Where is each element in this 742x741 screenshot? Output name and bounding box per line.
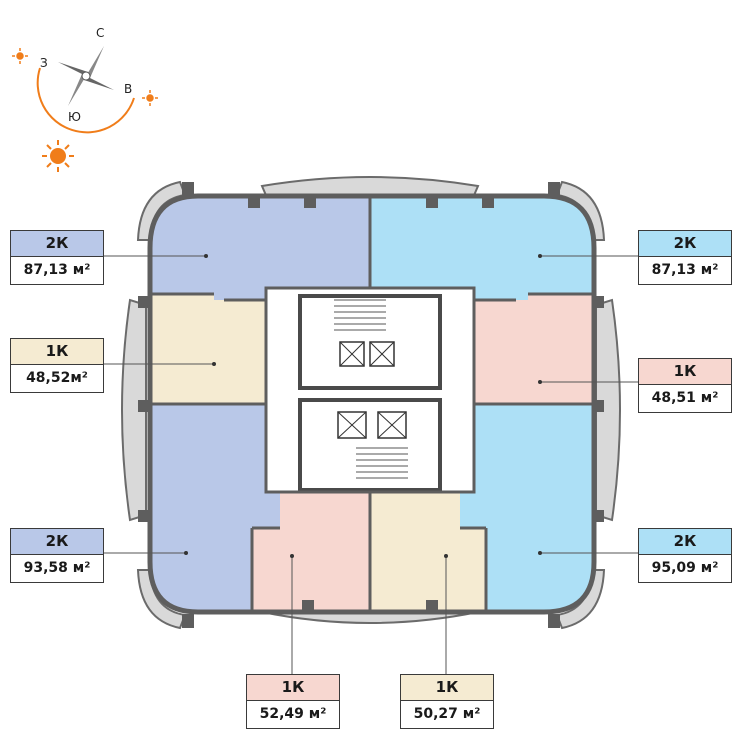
walls xyxy=(147,193,597,615)
sun-icon xyxy=(42,140,74,172)
leader-lines xyxy=(104,255,638,674)
unit-type: 2К xyxy=(11,529,103,555)
sun-west-icon xyxy=(12,48,28,64)
unit-area: 87,13 м² xyxy=(651,262,719,278)
unit-tag-s2[interactable]: 1К 50,27 м² xyxy=(400,674,494,729)
unit-w xyxy=(150,294,266,404)
unit-tag-nw[interactable]: 2К 87,13 м² xyxy=(10,230,104,285)
unit-area: 48,52м² xyxy=(26,370,88,386)
unit-se xyxy=(460,404,594,612)
unit-area: 87,13 м² xyxy=(23,262,91,278)
unit-ne xyxy=(370,196,594,300)
compass-rose xyxy=(36,46,135,134)
unit-type: 1К xyxy=(11,339,103,365)
unit-sw xyxy=(150,404,280,612)
inner-walls xyxy=(150,196,594,612)
compass-south-label: Ю xyxy=(68,110,81,124)
unit-tag-w[interactable]: 1К 48,52м² xyxy=(10,338,104,393)
sun-east-icon xyxy=(142,90,158,106)
unit-type: 2К xyxy=(11,231,103,257)
compass-north-label: С xyxy=(96,26,105,40)
unit-nw xyxy=(150,196,370,300)
unit-tag-e[interactable]: 1К 48,51 м² xyxy=(638,358,732,413)
unit-e xyxy=(474,294,594,404)
wall-pillars xyxy=(138,182,604,628)
unit-tag-s1[interactable]: 1К 52,49 м² xyxy=(246,674,340,729)
unit-s2 xyxy=(370,492,486,612)
unit-area: 93,58 м² xyxy=(23,560,91,576)
compass-east-label: В xyxy=(124,82,133,96)
core xyxy=(266,288,474,492)
unit-area: 52,49 м² xyxy=(259,706,327,722)
unit-area: 50,27 м² xyxy=(413,706,481,722)
unit-area: 48,51 м² xyxy=(651,390,719,406)
unit-type: 1К xyxy=(401,675,493,701)
unit-type: 2К xyxy=(639,529,731,555)
compass-west-label: З xyxy=(40,56,48,70)
unit-tag-ne[interactable]: 2К 87,13 м² xyxy=(638,230,732,285)
unit-tag-se[interactable]: 2К 95,09 м² xyxy=(638,528,732,583)
unit-type: 2К xyxy=(639,231,731,257)
unit-area: 95,09 м² xyxy=(651,560,719,576)
apartments xyxy=(150,196,594,612)
unit-dots xyxy=(184,254,542,558)
unit-s1 xyxy=(252,492,370,612)
unit-tag-sw[interactable]: 2К 93,58 м² xyxy=(10,528,104,583)
unit-type: 1К xyxy=(639,359,731,385)
unit-type: 1К xyxy=(247,675,339,701)
